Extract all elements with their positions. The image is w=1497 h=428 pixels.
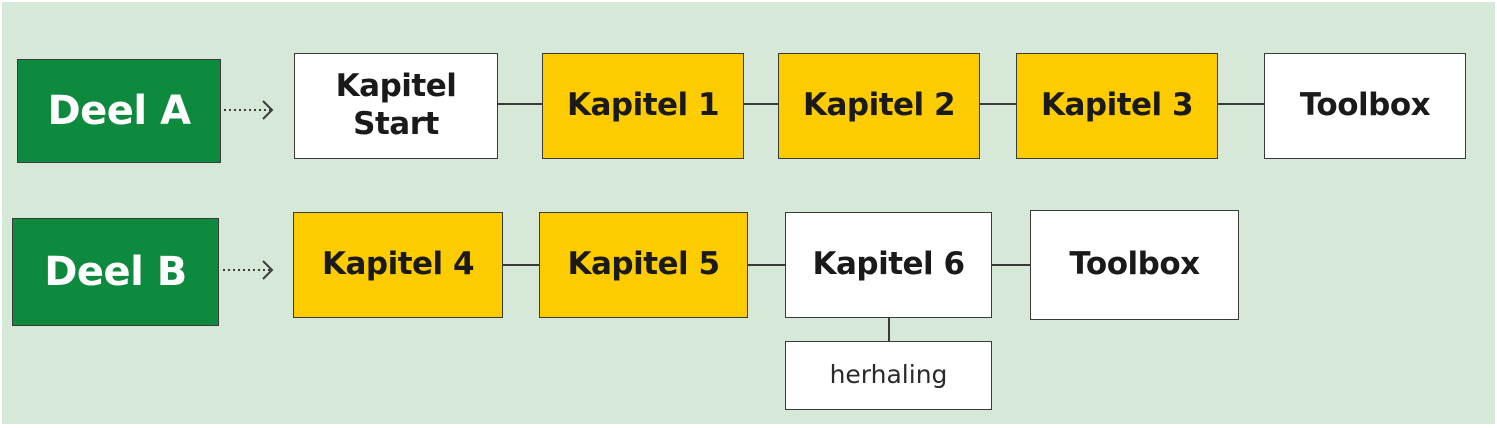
toolbox-a-box: Toolbox — [1264, 53, 1466, 159]
chapter-1-box: Kapitel 1 — [542, 53, 744, 159]
chapter-6-label: Kapitel 6 — [812, 246, 965, 283]
chapter-4-label: Kapitel 4 — [321, 246, 475, 283]
chapter-5-label: Kapitel 5 — [567, 246, 720, 283]
chapter-4-box: Kapitel 4 — [293, 212, 503, 318]
chapter-1-label: Kapitel 1 — [566, 87, 720, 124]
connector-a-2 — [744, 103, 778, 105]
herhaling-label: herhaling — [829, 360, 948, 390]
chapter-start-label-line1: Kapitel — [335, 68, 457, 105]
toolbox-a-label: Toolbox — [1299, 87, 1431, 124]
connector-herhaling — [888, 318, 890, 341]
toolbox-b-label: Toolbox — [1069, 246, 1200, 283]
chapter-5-box: Kapitel 5 — [539, 212, 748, 318]
connector-b-3 — [992, 264, 1030, 266]
chapter-2-box: Kapitel 2 — [778, 53, 980, 159]
connector-b-1 — [503, 264, 539, 266]
chapter-3-label: Kapitel 3 — [1040, 87, 1194, 124]
part-a-label: Deel A — [47, 87, 191, 134]
connector-b-2 — [748, 264, 785, 266]
chapter-start-label-line2: Start — [353, 106, 439, 142]
chapter-3-box: Kapitel 3 — [1016, 53, 1218, 159]
connector-a-4 — [1218, 103, 1264, 105]
part-b-label: Deel B — [44, 248, 187, 295]
toolbox-b-box: Toolbox — [1030, 210, 1239, 320]
chapter-6-box: Kapitel 6 — [785, 212, 992, 318]
arrow-part-a-icon — [224, 100, 274, 120]
connector-a-3 — [980, 103, 1016, 105]
herhaling-box: herhaling — [785, 341, 992, 410]
chapter-2-label: Kapitel 2 — [802, 87, 956, 124]
connector-a-1 — [498, 103, 542, 105]
part-b-box: Deel B — [12, 218, 219, 326]
chapter-start-box: Kapitel Start — [294, 53, 498, 159]
arrow-part-b-icon — [223, 260, 274, 280]
part-a-box: Deel A — [17, 59, 221, 163]
